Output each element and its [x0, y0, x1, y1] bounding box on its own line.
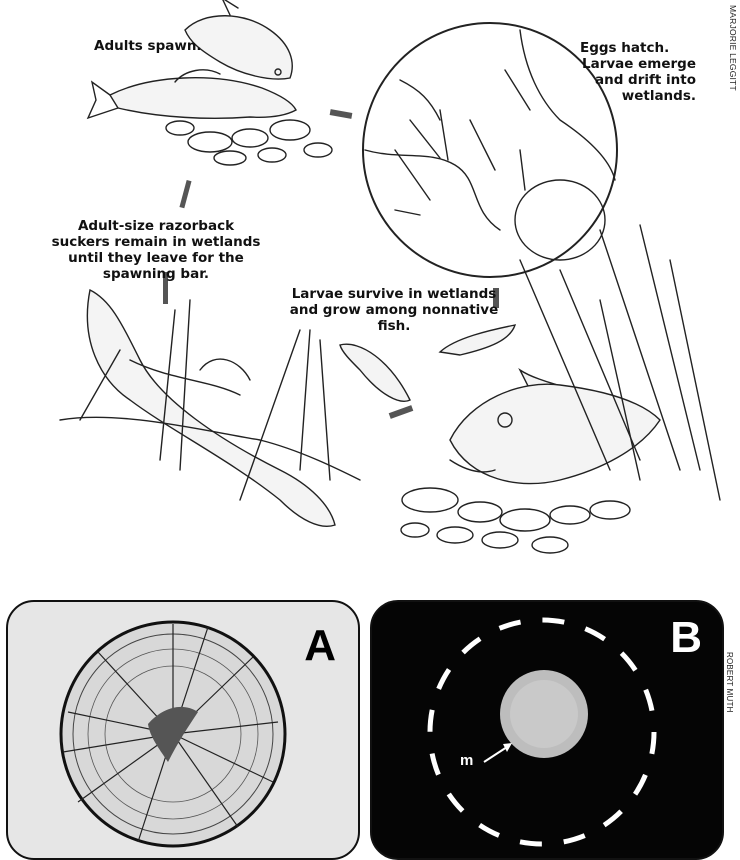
panel-b-letter: B [670, 616, 702, 660]
panel-a: A [6, 600, 360, 860]
spawning-fish-drawing [88, 0, 332, 165]
panel-b: m B [370, 600, 724, 860]
illustration-credit: MARJORIE LEGGITT [728, 5, 738, 91]
label-eggs-hatch-line3: and drift into [570, 72, 696, 88]
label-eggs-hatch: Eggs hatch. Larvae emerge and drift into… [570, 40, 696, 104]
label-eggs-hatch-line4: wetlands. [570, 88, 696, 104]
label-larvae-line2: and grow among nonnative fish. [274, 302, 514, 334]
otolith-shape [61, 622, 285, 846]
label-eggs-hatch-line1: Eggs hatch. [580, 40, 696, 56]
label-larvae-survive: Larvae survive in wetlands and grow amon… [274, 286, 514, 334]
marker-arrowhead [503, 743, 512, 752]
label-adult-line1: Adult-size razorback [46, 218, 266, 234]
label-adults-spawn: Adults spawn. [94, 38, 202, 54]
label-larvae-line1: Larvae survive in wetlands [274, 286, 514, 302]
marker-label: m [460, 752, 473, 769]
label-adult-size-suckers: Adult-size razorback suckers remain in w… [46, 218, 266, 282]
marker-arrow [484, 747, 507, 762]
panel-credit: ROBERT MUTH [725, 652, 734, 713]
nonnative-fish-drawing [401, 225, 720, 553]
label-adult-line4: spawning bar. [46, 266, 266, 282]
label-eggs-hatch-line2: Larvae emerge [570, 56, 696, 72]
label-adult-line2: suckers remain in wetlands [46, 234, 266, 250]
panel-a-letter: A [304, 624, 336, 668]
label-adult-line3: until they leave for the [46, 250, 266, 266]
